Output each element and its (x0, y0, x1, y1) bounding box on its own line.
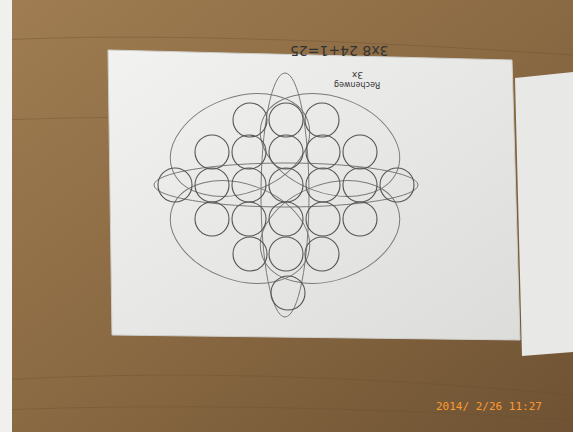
handwritten-note: 3x (352, 70, 363, 79)
handwritten-equation: 3x8 24+1=25 (290, 44, 389, 58)
counter-circle (233, 237, 267, 271)
counter-circles (158, 103, 414, 310)
counter-circle (305, 237, 339, 271)
counter-circle (232, 202, 266, 236)
counter-circle (232, 135, 266, 169)
counter-circle (343, 135, 377, 169)
paper-edge (0, 0, 12, 432)
counter-circle (269, 168, 303, 202)
wood-grain (0, 37, 573, 420)
counter-circle (269, 103, 303, 137)
date-stamp: 2014/ 2/26 11:27 (436, 401, 542, 412)
counter-circle (195, 202, 229, 236)
counter-circle (306, 202, 340, 236)
counter-circle (195, 135, 229, 169)
counter-circle (233, 103, 267, 137)
counter-circle (343, 168, 377, 202)
handwritten-note: Rechenweg (334, 80, 380, 88)
counter-circle (305, 103, 339, 137)
group-outlines (154, 73, 418, 317)
counter-circle (269, 237, 303, 271)
counter-circle (306, 168, 340, 202)
counter-circle (232, 168, 266, 202)
counter-circle (380, 168, 414, 202)
counter-circle (271, 276, 305, 310)
paper-sheet (108, 50, 520, 340)
second-sheet (515, 72, 573, 356)
counter-circle (343, 202, 377, 236)
counter-circle (158, 168, 192, 202)
counter-circle (195, 168, 229, 202)
counter-circle (269, 202, 303, 236)
counter-circle (306, 135, 340, 169)
counter-circle (269, 135, 303, 169)
